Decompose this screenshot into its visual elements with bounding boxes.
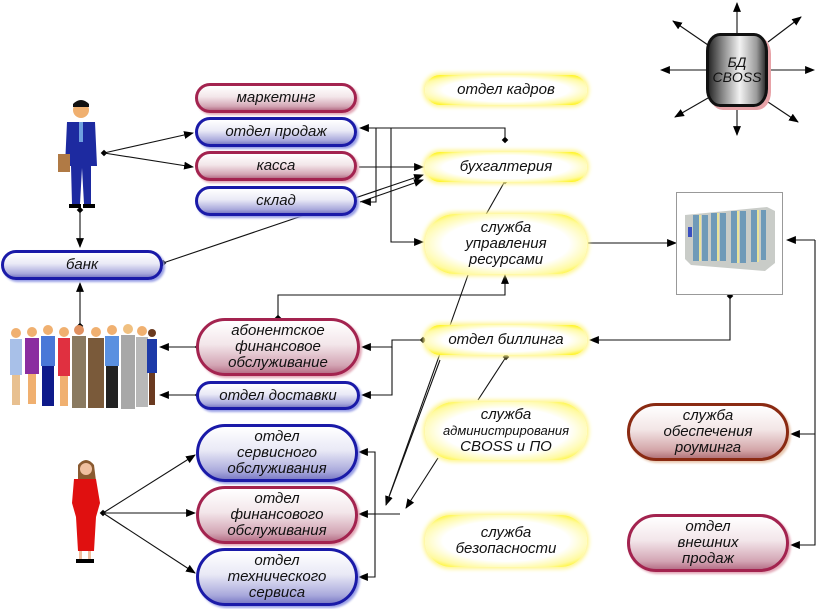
- node-label: обслуживания: [227, 522, 327, 539]
- node-label: управления: [465, 235, 547, 252]
- node-label: финансового: [230, 506, 324, 523]
- node-cashier[interactable]: касса: [195, 151, 357, 181]
- node-marketing[interactable]: маркетинг: [195, 83, 357, 113]
- node-label: сервиса: [248, 584, 306, 601]
- node-tech-dept[interactable]: отдел технического сервиса: [196, 548, 358, 606]
- node-label: служба: [480, 219, 532, 236]
- db-label-1: БД: [727, 54, 747, 70]
- db-arrow: [767, 101, 799, 123]
- node-external-sales[interactable]: отдел внешних продаж: [627, 514, 789, 572]
- node-label: отдел продаж: [225, 123, 327, 140]
- node-label: внешних: [677, 534, 739, 551]
- node-label: отдел доставки: [219, 386, 337, 404]
- node-hr[interactable]: отдел кадров: [425, 75, 587, 105]
- businessman-icon: [58, 100, 97, 208]
- node-finance-dept[interactable]: отдел финансового обслуживания: [196, 486, 358, 544]
- node-label: служба: [682, 407, 734, 424]
- node-label: ресурсами: [468, 251, 544, 268]
- node-label: бухгалтерия: [459, 158, 553, 175]
- node-label: финансовое: [235, 338, 321, 355]
- db-arrow: [674, 97, 709, 118]
- node-label: сервисного: [236, 444, 318, 461]
- node-label: роуминга: [674, 439, 742, 456]
- node-subscriber-finance[interactable]: абонентское финансовое обслуживание: [196, 318, 360, 376]
- server-rack-box[interactable]: [676, 192, 783, 295]
- node-label: отдел кадров: [457, 81, 555, 98]
- node-label: банк: [65, 256, 99, 273]
- node-accounting[interactable]: бухгалтерия: [425, 152, 587, 182]
- node-label: служба: [480, 524, 532, 541]
- node-label: склад: [256, 192, 296, 209]
- node-warehouse[interactable]: склад: [195, 186, 357, 216]
- node-bank[interactable]: банк: [1, 250, 163, 280]
- node-label: обслуживания: [227, 460, 327, 477]
- node-label: обслуживание: [228, 354, 328, 371]
- node-security[interactable]: служба безопасности: [425, 515, 587, 567]
- businesswoman-icon: [72, 460, 100, 563]
- server-rack-icon: [685, 207, 775, 271]
- customers-group-icon: [10, 324, 157, 409]
- node-label: абонентское: [231, 322, 325, 339]
- node-label: безопасности: [455, 540, 557, 557]
- node-label: CBOSS и ПО: [460, 438, 552, 455]
- node-label: технического: [227, 568, 327, 585]
- node-resource-mgmt[interactable]: служба управления ресурсами: [425, 214, 587, 274]
- node-service-dept[interactable]: отдел сервисного обслуживания: [196, 424, 358, 482]
- node-label: отдел: [254, 490, 300, 507]
- node-label: обеспечения: [663, 423, 753, 440]
- node-roaming[interactable]: служба обеспечения роуминга: [627, 403, 789, 461]
- database-cboss[interactable]: БД CBOSS: [706, 33, 768, 107]
- node-label: продаж: [682, 550, 734, 567]
- db-arrow: [672, 20, 709, 46]
- node-label: отдел: [254, 552, 300, 569]
- node-label: отдел: [685, 518, 731, 535]
- node-billing[interactable]: отдел биллинга: [425, 325, 587, 355]
- node-admin[interactable]: служба администрирования CBOSS и ПО: [425, 402, 587, 460]
- node-label: касса: [256, 157, 296, 174]
- node-label: отдел: [254, 428, 300, 445]
- db-label-2: CBOSS: [712, 69, 762, 85]
- db-arrow: [767, 16, 802, 43]
- node-delivery[interactable]: отдел доставки: [196, 381, 360, 410]
- node-label: служба: [480, 406, 532, 423]
- node-label: отдел биллинга: [448, 331, 564, 348]
- node-label: маркетинг: [236, 89, 316, 106]
- node-sales[interactable]: отдел продаж: [195, 117, 357, 147]
- node-label: администрирования: [442, 423, 570, 438]
